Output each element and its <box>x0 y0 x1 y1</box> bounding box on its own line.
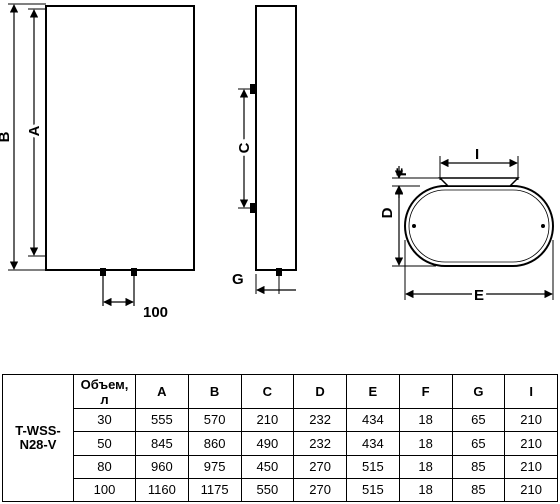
column-header-e: E <box>346 373 400 410</box>
value-cell-g: 65 <box>451 431 506 456</box>
value-cell-d: 232 <box>293 408 347 433</box>
mount-hole-left <box>412 224 416 228</box>
value-cell-f: 18 <box>398 431 453 456</box>
value-cell-e: 515 <box>346 477 400 503</box>
pipe-spacing-label: 100 <box>143 304 168 321</box>
side-view: C G <box>232 5 297 295</box>
dimension-i-label: I <box>475 146 479 163</box>
value-cell-b: 860 <box>187 431 242 456</box>
model-cell: T-WSS- N28-V <box>2 374 74 502</box>
column-header-d: D <box>293 373 347 410</box>
value-cell-e: 434 <box>346 408 400 433</box>
top-view-inner-outline <box>408 189 550 263</box>
value-cell-e: 515 <box>346 454 400 479</box>
dimension-f-label: F <box>393 167 409 176</box>
value-cell-c: 210 <box>240 408 295 433</box>
value-cell-a: 845 <box>135 431 189 456</box>
value-cell-b: 1175 <box>187 477 242 503</box>
inlet-pipe <box>100 268 106 276</box>
volume-cell: 50 <box>73 431 136 456</box>
volume-cell: 100 <box>73 477 136 503</box>
value-cell-i: 210 <box>504 477 558 503</box>
heater-dimension-drawing: 100 B A C G <box>0 3 554 321</box>
value-cell-e: 434 <box>346 431 400 456</box>
value-cell-i: 210 <box>504 431 558 456</box>
value-cell-c: 490 <box>240 431 295 456</box>
volume-cell: 30 <box>73 408 136 433</box>
value-cell-b: 975 <box>187 454 242 479</box>
mount-hole-right <box>541 224 545 228</box>
value-cell-a: 1160 <box>135 477 189 503</box>
value-cell-c: 450 <box>240 454 295 479</box>
value-cell-a: 960 <box>135 454 189 479</box>
value-cell-a: 555 <box>135 408 189 433</box>
dimension-b-label: B <box>0 131 13 142</box>
column-header-g: G <box>451 373 506 410</box>
upper-bracket <box>250 84 257 94</box>
column-header-b: B <box>187 373 242 410</box>
side-view-body <box>255 5 297 271</box>
front-view-body <box>45 5 195 271</box>
column-header-f: F <box>398 373 453 410</box>
value-cell-g: 85 <box>451 454 506 479</box>
column-header-i: I <box>504 373 558 410</box>
lower-bracket <box>250 203 257 213</box>
volume-header: Объем, л <box>73 373 136 410</box>
dimension-e-label: E <box>474 287 484 304</box>
column-header-c: C <box>240 373 295 410</box>
value-cell-g: 65 <box>451 408 506 433</box>
column-header-a: A <box>135 373 189 410</box>
outlet-pipe <box>131 268 137 276</box>
value-cell-c: 550 <box>240 477 295 503</box>
value-cell-f: 18 <box>398 454 453 479</box>
value-cell-f: 18 <box>398 477 453 503</box>
mounting-plate <box>438 177 520 187</box>
top-view-body <box>404 185 554 267</box>
value-cell-d: 232 <box>293 431 347 456</box>
dimension-a-label: A <box>26 125 43 136</box>
volume-cell: 80 <box>73 454 136 479</box>
dimension-g-label: G <box>232 271 244 288</box>
value-cell-b: 570 <box>187 408 242 433</box>
value-cell-d: 270 <box>293 454 347 479</box>
value-cell-i: 210 <box>504 454 558 479</box>
dimension-d-label: D <box>379 207 396 218</box>
value-cell-g: 85 <box>451 477 506 503</box>
value-cell-f: 18 <box>398 408 453 433</box>
value-cell-d: 270 <box>293 477 347 503</box>
top-view: I F D E <box>379 146 554 307</box>
side-pipe <box>276 268 282 276</box>
front-view: 100 B A <box>0 3 195 321</box>
dimension-c-label: C <box>236 142 253 153</box>
value-cell-i: 210 <box>504 408 558 433</box>
